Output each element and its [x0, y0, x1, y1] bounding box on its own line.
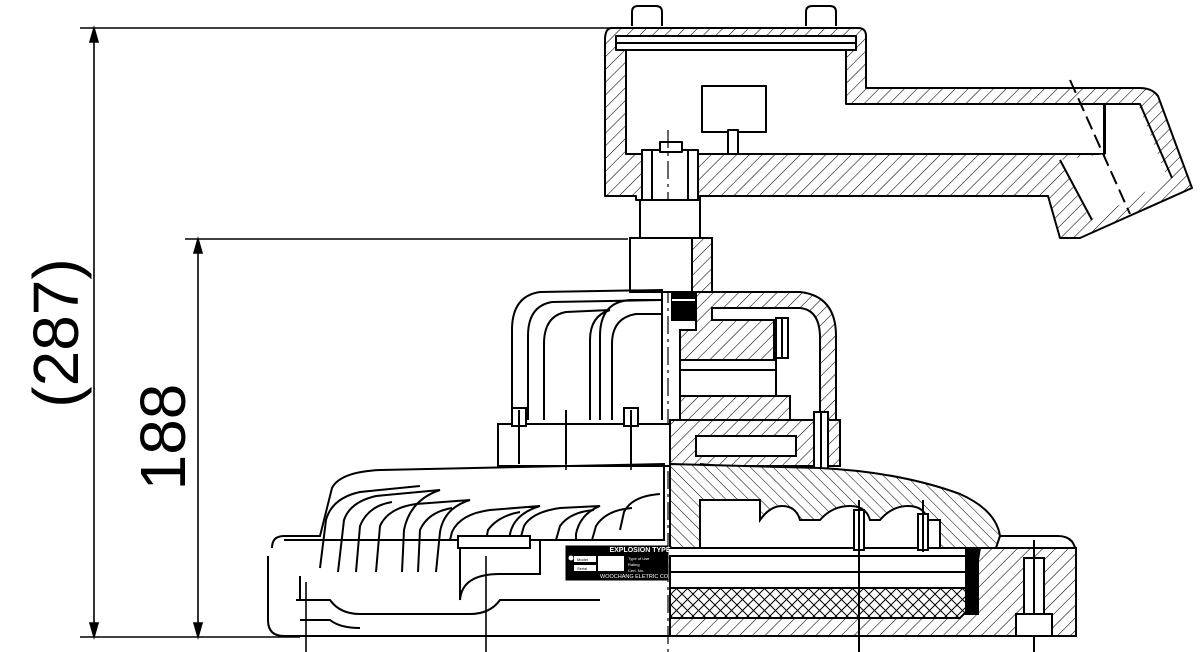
nameplate-title: EXPLOSION TYPE	[609, 547, 670, 554]
junction-box-section	[604, 5, 1193, 239]
dimension-lines	[80, 25, 628, 640]
nameplate-right-field-3: Cert. No.	[628, 568, 644, 573]
nameplate-left-field-2: Serial	[577, 566, 587, 571]
nameplate: EXPLOSION TYPE Model Serial Type of Use …	[565, 545, 671, 581]
body-height-label: 188	[127, 384, 199, 491]
stem-section	[629, 199, 713, 321]
nameplate-right-field-1: Type of Use	[628, 556, 650, 561]
bolt-center-lines	[305, 410, 632, 652]
lower-body-section	[669, 462, 1077, 652]
nameplate-right-field-2: Rating	[628, 562, 640, 567]
flange	[497, 407, 841, 485]
nameplate-maker: WOOCHANG ELETRIC CO.	[600, 574, 670, 580]
maker-logo-icon	[568, 555, 574, 561]
overall-height-label: (287)	[20, 258, 92, 407]
nameplate-left-field-1: Model	[577, 557, 588, 562]
